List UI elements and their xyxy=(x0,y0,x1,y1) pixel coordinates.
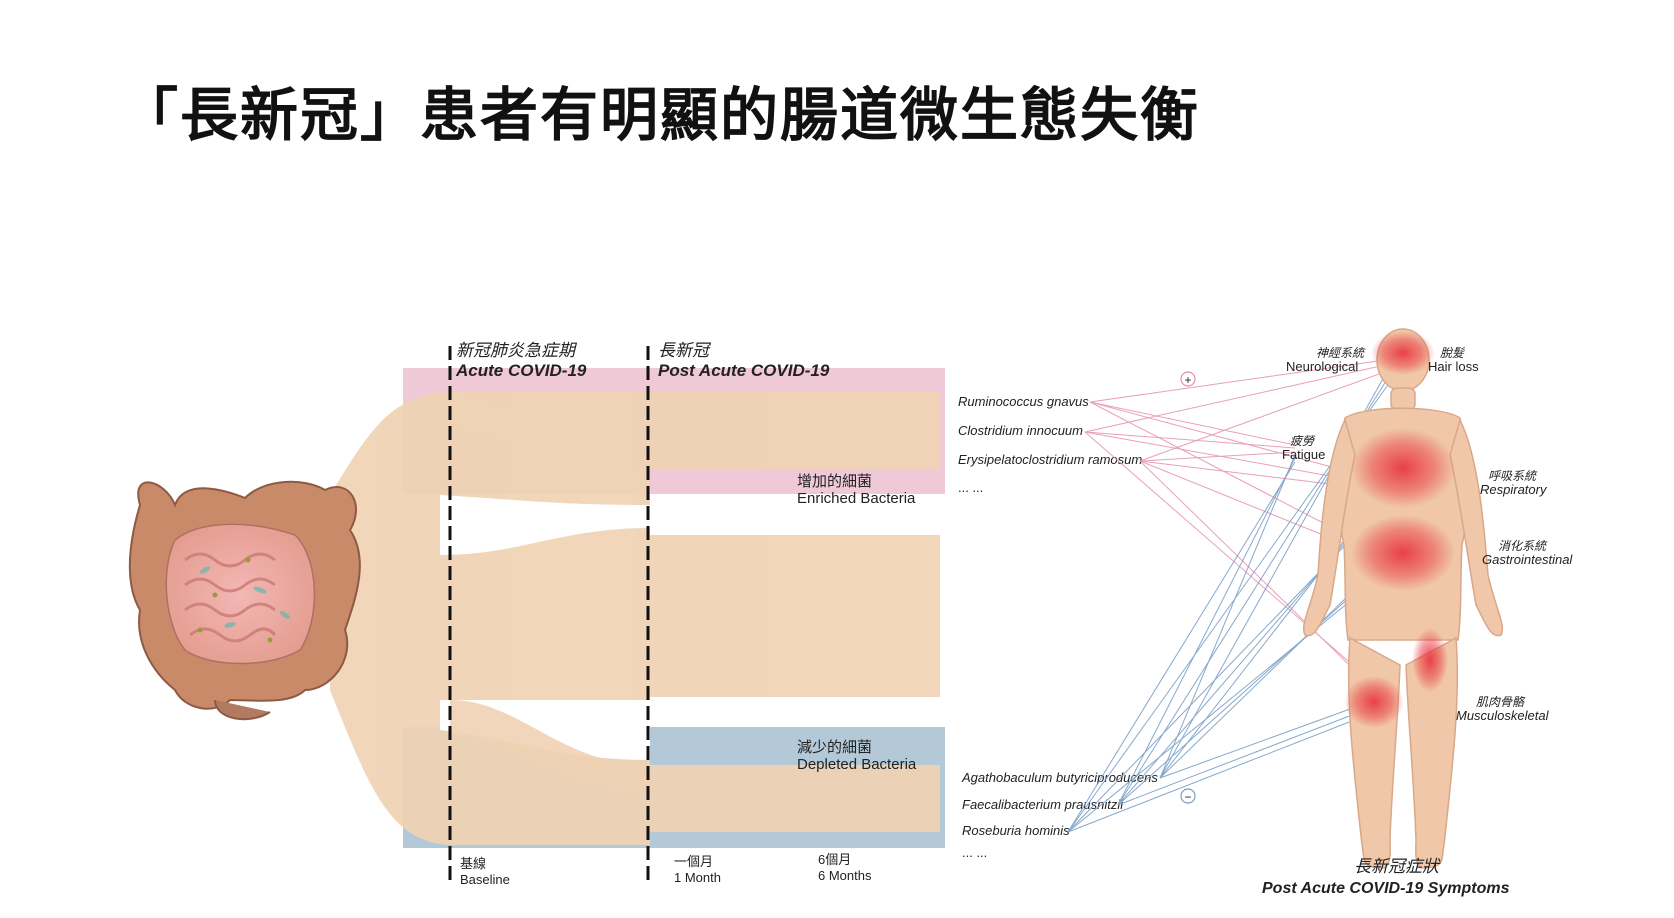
positive-association-links xyxy=(1084,359,1391,691)
depleted-ellipsis: ... ... xyxy=(962,845,987,860)
lung-inflammation xyxy=(1351,428,1455,508)
enriched-bacterium-2: Clostridium innocuum xyxy=(958,423,1083,438)
msk-label-en: Musculoskeletal xyxy=(1456,708,1550,723)
hair-label-zh: 脫髮 xyxy=(1440,346,1465,360)
inflammation-hotspots xyxy=(1344,331,1455,728)
post-phase-label-en: Post Acute COVID-19 xyxy=(658,361,830,380)
month6-label-zh: 6個月 xyxy=(818,852,851,867)
flow-overlays xyxy=(450,392,650,790)
negative-sign-icon xyxy=(1180,788,1196,804)
fatigue-label-zh: 疲勞 xyxy=(1290,434,1316,448)
depleted-bacterium-1: Agathobaculum butyriciproducens xyxy=(961,770,1158,785)
gi-label-zh: 消化系統 xyxy=(1498,539,1548,553)
enriched-bacterium-1: Ruminococcus gnavus xyxy=(958,394,1089,409)
negative-sign-text: − xyxy=(1184,790,1191,804)
human-body-icon xyxy=(1302,328,1504,869)
intestine-illustration xyxy=(128,480,361,721)
flow-acute-to-post-upper xyxy=(650,392,940,470)
month6-label-en: 6 Months xyxy=(818,868,872,883)
brain-inflammation xyxy=(1371,331,1435,375)
resp-label-en: Respiratory xyxy=(1480,482,1548,497)
gi-label-en: Gastrointestinal xyxy=(1482,552,1573,567)
positive-sign-text: + xyxy=(1184,373,1191,387)
fatigue-label-en: Fatigue xyxy=(1282,447,1325,462)
msk-label-zh: 肌肉骨骼 xyxy=(1476,695,1526,709)
post-phase-label-zh: 長新冠 xyxy=(658,341,712,360)
resp-label-zh: 呼吸系統 xyxy=(1488,469,1538,483)
flow-acute-to-post-middle xyxy=(650,535,940,697)
symptoms-caption-zh: 長新冠症狀 xyxy=(1354,857,1441,876)
baseline-label-en: Baseline xyxy=(460,872,510,887)
hair-label-en: Hair loss xyxy=(1428,359,1479,374)
knee-inflammation xyxy=(1344,676,1404,728)
positive-sign-icon xyxy=(1180,371,1196,387)
symptoms-caption-en: Post Acute COVID-19 Symptoms xyxy=(1262,880,1510,897)
enriched-label-zh: 增加的細菌 xyxy=(797,473,872,490)
symptom-labels: 神經系統 Neurological 脫髮 Hair loss 疲勞 Fatigu… xyxy=(1262,346,1573,897)
month1-label-en: 1 Month xyxy=(674,870,721,885)
thigh-inflammation xyxy=(1412,628,1448,692)
depleted-label-zh: 減少的細菌 xyxy=(797,739,872,756)
month1-label-zh: 一個月 xyxy=(674,854,713,869)
depleted-bacteria-list: Agathobaculum butyriciproducens Faecalib… xyxy=(961,770,1158,860)
neuro-label-zh: 神經系統 xyxy=(1316,346,1366,360)
gut-inflammation xyxy=(1351,515,1455,591)
baseline-label-zh: 基線 xyxy=(460,856,486,871)
neuro-label-en: Neurological xyxy=(1286,359,1358,374)
enriched-ellipsis: ... ... xyxy=(958,480,983,495)
flow-acute-to-post-lower xyxy=(650,765,940,832)
enriched-bacteria-list: Ruminococcus gnavus Clostridium innocuum… xyxy=(958,394,1142,495)
enriched-label-en: Enriched Bacteria xyxy=(797,490,916,507)
page-title: 「長新冠」患者有明顯的腸道微生態失衡 xyxy=(120,81,1201,149)
depleted-bacterium-2: Faecalibacterium prausnitzii xyxy=(962,797,1124,812)
depleted-bacterium-3: Roseburia hominis xyxy=(962,823,1070,838)
depleted-label-en: Depleted Bacteria xyxy=(797,756,917,773)
flow-intestine-main xyxy=(330,392,450,845)
enriched-bacterium-3: Erysipelatoclostridium ramosum xyxy=(958,452,1142,467)
acute-phase-label-en: Acute COVID-19 xyxy=(455,361,587,380)
acute-phase-label-zh: 新冠肺炎急症期 xyxy=(456,341,578,360)
